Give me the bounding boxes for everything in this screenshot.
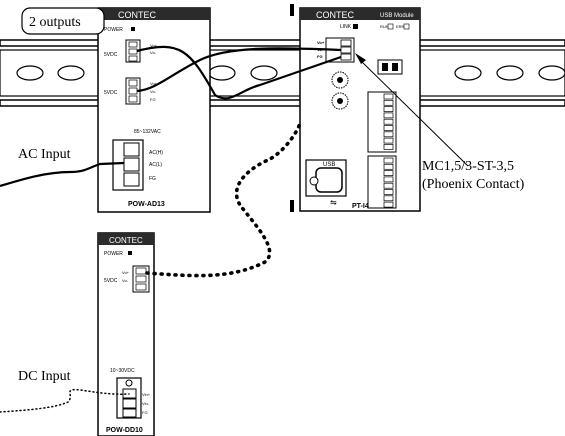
pow-dd10-brand: CONTEC xyxy=(109,236,143,245)
pow-ad13-ac-range: 85~132VAC xyxy=(134,129,161,135)
pow-ad13-power-label: POWER xyxy=(104,27,123,33)
pow-ad13-ac-pin-2: AC(L) xyxy=(149,162,162,168)
pow-ad13-pin-a-2: Vo+ xyxy=(150,81,158,86)
outputs-callout-text: 2 outputs xyxy=(29,15,81,30)
output-wire-2 xyxy=(136,47,342,93)
terminal-slot xyxy=(383,112,394,119)
pow-dd10-dc-range: 10~30VDC xyxy=(110,368,135,374)
connector-leader xyxy=(359,59,469,167)
pow-dd10-power-label: POWER xyxy=(104,251,123,257)
usb-module-title: USB Module xyxy=(380,13,414,19)
pow-ad13-ac-pin-1: AC(H) xyxy=(149,150,163,156)
pow-ad13-model: POW-AD13 xyxy=(128,201,165,208)
terminal-slot xyxy=(383,131,394,138)
pow-ad13-pin-b-1: Vo- xyxy=(150,50,157,55)
terminal-slot xyxy=(383,157,394,164)
pow-ad13-brand: CONTEC xyxy=(118,10,157,20)
terminal-slot xyxy=(383,176,394,183)
ac-input-wire xyxy=(0,161,125,188)
output-wire-1 xyxy=(136,45,342,100)
pow-ad13-output-label-1: 5VDC xyxy=(104,52,118,58)
terminal-slot xyxy=(383,118,394,125)
terminal-slot xyxy=(383,195,394,202)
usb-module: CONTEC USB Module LINK RUN ERR Vo+ Vo- F… xyxy=(290,4,421,212)
terminal-slot xyxy=(383,170,394,176)
usb-module-brand: CONTEC xyxy=(316,10,355,20)
terminal-slot xyxy=(383,189,394,195)
terminal-slot xyxy=(383,163,394,170)
wires xyxy=(0,45,469,413)
connector-maker-label: (Phoenix Contact) xyxy=(422,177,525,192)
terminal-slot xyxy=(383,106,394,112)
dc-input-wire xyxy=(0,388,130,413)
pow-ad13-pin-b-2: Vo- xyxy=(150,89,157,94)
pow-ad13-pin-a-1: Vo+ xyxy=(150,43,158,48)
pow-dd10-dc-pin-2: Vin- xyxy=(142,401,150,406)
terminal-slot xyxy=(383,201,394,208)
io-terminals xyxy=(383,93,394,208)
dc-input-label: DC Input xyxy=(18,369,71,384)
terminal-slot xyxy=(383,125,394,131)
pow-dd10-output-label: 5VDC xyxy=(104,278,118,284)
pow-dd10-pin-a: Vo+ xyxy=(122,270,130,275)
pow-ad13-module: CONTEC POWER 5VDC Vo+ Vo- 5VDC Vo+ Vo- F… xyxy=(97,7,211,213)
pow-ad13-pin-fg-2: FG xyxy=(150,97,156,102)
usb-module-link-label: LINK xyxy=(340,24,352,30)
usb-module-pin-a: Vo+ xyxy=(317,40,325,45)
pow-dd10-pin-b: Vo- xyxy=(122,278,129,283)
terminal-slot xyxy=(383,93,394,100)
pow-ad13-output-label-2: 5VDC xyxy=(104,90,118,96)
connector-part-label: MC1,5/3-ST-3,5 xyxy=(422,159,514,174)
din-rail xyxy=(0,39,565,107)
pow-dd10-module: CONTEC POWER 5VDC Vo+ Vo- 10~30VDC Vin+ … xyxy=(97,232,155,436)
terminal-slot xyxy=(383,99,394,106)
usb-module-port-label: USB xyxy=(323,162,335,168)
terminal-slot xyxy=(383,137,394,144)
usb-module-model: PT-I4 xyxy=(352,203,369,210)
ac-input-label: AC Input xyxy=(18,147,71,162)
terminal-slot xyxy=(383,182,394,189)
usb-module-pin-fg: FG xyxy=(317,54,323,59)
dd10-output-wire xyxy=(145,120,302,278)
usb-module-err-label: ERR xyxy=(396,24,405,29)
terminal-slot xyxy=(383,144,394,150)
pow-dd10-model: POW-DD10 xyxy=(106,427,143,434)
pow-dd10-dc-pin-1: Vin+ xyxy=(142,392,151,397)
outputs-callout: 2 outputs xyxy=(21,7,105,35)
pow-ad13-ac-pin-fg: FG xyxy=(149,176,156,182)
usb-module-run-label: RUN xyxy=(380,24,389,29)
pow-dd10-dc-pin-fg: FG xyxy=(142,410,148,415)
usb-icon: ⇋ xyxy=(330,198,337,207)
